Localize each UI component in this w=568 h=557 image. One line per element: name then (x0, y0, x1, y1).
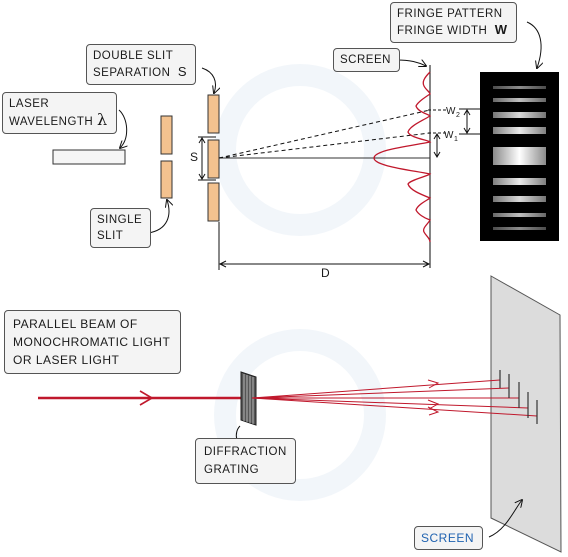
ray-to-w1 (218, 132, 431, 159)
laser-body (52, 149, 126, 165)
double-slit-top (207, 94, 220, 134)
d-label: D (321, 266, 331, 280)
single-slit-upper (160, 115, 173, 155)
grating-line1: DIFFRACTION (204, 446, 287, 458)
double-slit-bottom (207, 182, 220, 222)
fringe-symbol: W (494, 22, 508, 37)
screen-plane (490, 275, 562, 553)
bottom-screen-leader (488, 500, 522, 538)
ray-arrows (427, 379, 440, 416)
beam-tag: PARALLEL BEAM OF MONOCHROMATIC LIGHT OR … (4, 310, 182, 374)
s-dimension-arrow-down (198, 173, 206, 180)
d-arrow-left (218, 260, 227, 268)
screen-label-bottom: SCREEN (421, 531, 475, 545)
screen-tag-top: SCREEN (333, 48, 400, 72)
laser-tag: LASER WAVELENGTH λ (2, 92, 117, 134)
grating-lines (243, 374, 254, 424)
double-slit-line1: DOUBLE SLIT (93, 50, 174, 62)
beam-line3: OR LASER LIGHT (13, 353, 120, 367)
watermark (214, 64, 386, 501)
fringe-line1: FRINGE PATTERN (397, 8, 503, 20)
w1-label: W1 (444, 130, 459, 143)
incident-beam-arrow (139, 390, 154, 406)
single-slit-lower (160, 160, 173, 199)
double-slit-leader (201, 67, 216, 93)
screen-label-top: SCREEN (340, 54, 391, 66)
beam-line1: PARALLEL BEAM OF (13, 317, 138, 331)
single-slit-line2: SLIT (97, 230, 124, 242)
laser-line2: WAVELENGTH (9, 116, 94, 128)
grating-line2: GRATING (204, 464, 260, 476)
fringe-width-arrow-down (463, 127, 471, 134)
double-slit-symbol: S (177, 64, 187, 79)
grating-tag: DIFFRACTION GRATING (195, 438, 296, 484)
laser-symbol: λ (96, 110, 108, 129)
laser-line1: LASER (9, 98, 50, 110)
ray-to-w2 (218, 109, 431, 159)
single-slit-leader (147, 200, 169, 234)
laser-leader (119, 109, 127, 148)
screen-tag-bottom: SCREEN (414, 526, 484, 550)
diffracted-rays (251, 379, 538, 417)
fringe-line2: FRINGE WIDTH (397, 25, 488, 37)
w2-label: W2 (446, 106, 461, 119)
w1-arrow-up (433, 133, 441, 140)
w1-arrow-down (433, 151, 441, 158)
s-label: S (190, 150, 199, 164)
fringe-marks (499, 370, 538, 424)
beam-line2: MONOCHROMATIC LIGHT (13, 335, 171, 349)
single-slit-line1: SINGLE (97, 214, 143, 226)
fringe-leader (526, 21, 541, 68)
double-slit-middle (207, 139, 220, 179)
d-arrow-right (422, 260, 431, 268)
double-slit-tag: DOUBLE SLIT SEPARATION S (86, 44, 196, 85)
s-dimension-arrow-up (198, 137, 206, 144)
fringe-tag: FRINGE PATTERN FRINGE WIDTH W (390, 2, 517, 43)
fringe-bands (493, 86, 546, 230)
double-slit-line2: SEPARATION (93, 67, 171, 79)
screen-leader (396, 60, 426, 66)
single-slit-tag: SINGLE SLIT (90, 208, 152, 248)
fringe-width-arrow-up (463, 109, 471, 116)
grating (240, 371, 257, 426)
intensity-curve (373, 71, 432, 243)
